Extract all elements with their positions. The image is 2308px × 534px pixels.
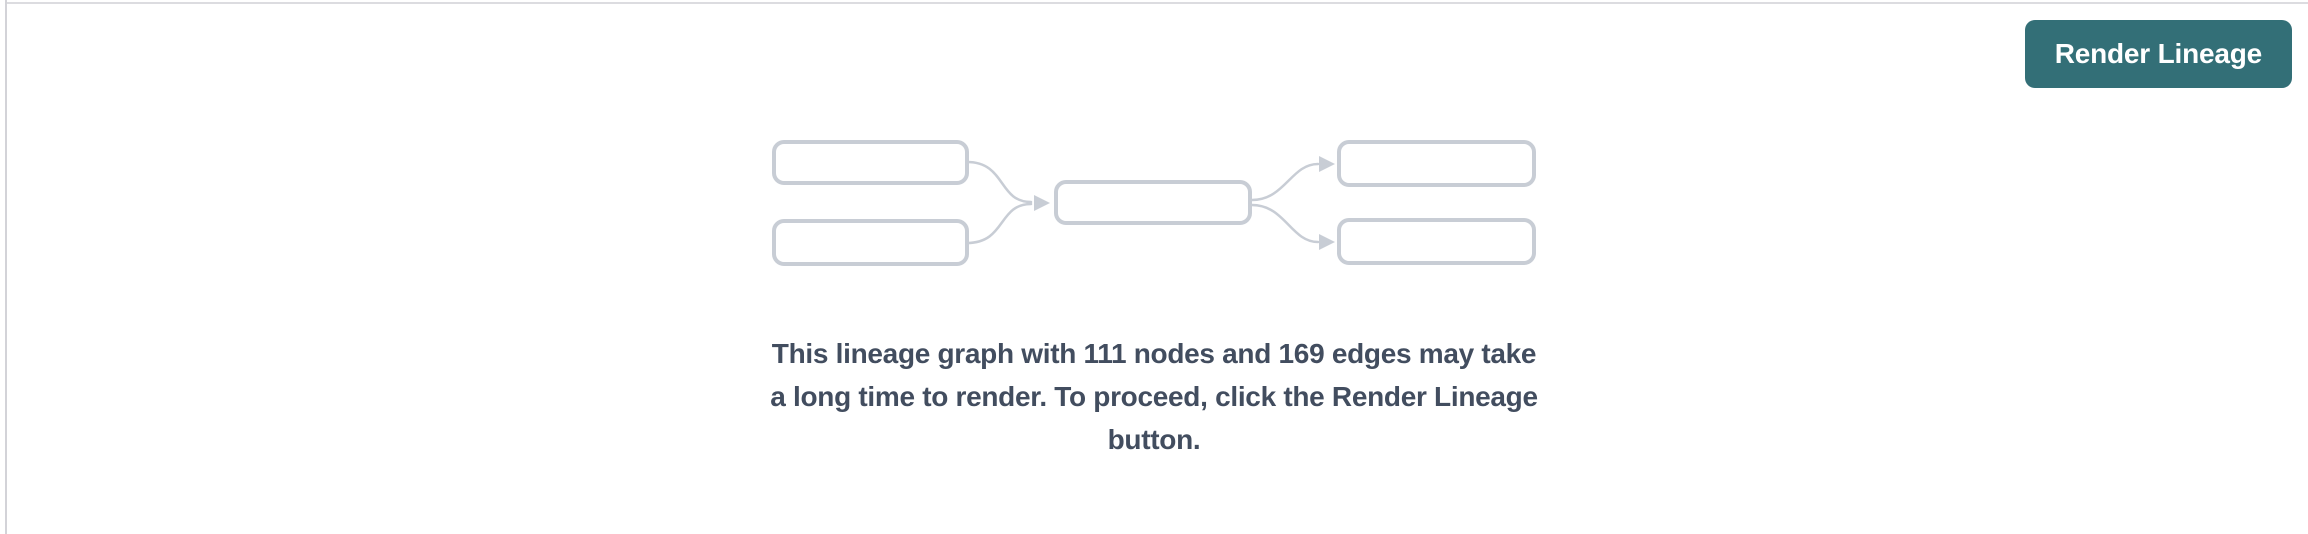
- panel-left-border: [5, 0, 7, 534]
- lineage-warning-message: This lineage graph with 111 nodes and 16…: [770, 332, 1538, 461]
- illustration-node-downstream-2: [1337, 218, 1536, 265]
- lineage-warning-line-1: This lineage graph with 111 nodes and 16…: [771, 338, 1537, 369]
- lineage-graph-illustration-icon: [772, 140, 1536, 266]
- illustration-node-upstream-2: [772, 219, 969, 266]
- panel-top-border: [7, 2, 2308, 4]
- render-lineage-button[interactable]: Render Lineage: [2024, 20, 2292, 88]
- illustration-arrowhead-downstream-2: [1319, 234, 1335, 250]
- lineage-warning-line-3: button.: [1107, 424, 1201, 455]
- illustration-arrowhead-center: [1034, 195, 1050, 211]
- lineage-empty-state: This lineage graph with 111 nodes and 16…: [704, 138, 1604, 461]
- illustration-node-downstream-1: [1337, 140, 1536, 187]
- illustration-edge-in-top: [965, 160, 1033, 204]
- illustration-node-center: [1054, 180, 1252, 225]
- lineage-warning-line-2: a long time to render. To proceed, click…: [770, 381, 1538, 412]
- illustration-node-upstream-1: [772, 140, 969, 185]
- illustration-edge-out-bottom: [1250, 203, 1320, 244]
- illustration-arrowhead-downstream-1: [1319, 156, 1335, 172]
- illustration-edge-in-bottom: [965, 202, 1033, 245]
- illustration-edge-out-top: [1250, 162, 1320, 202]
